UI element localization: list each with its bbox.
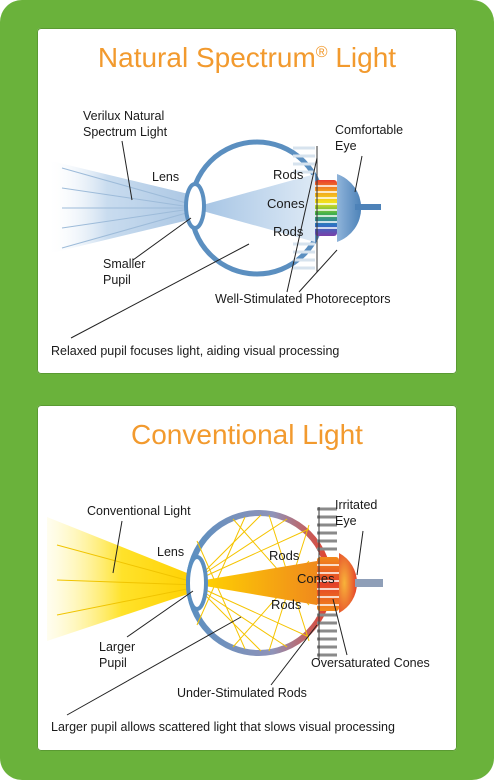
natural-light-panel: Natural Spectrum® Light xyxy=(37,28,457,374)
natural-lens xyxy=(184,182,206,230)
natural-eye-leader xyxy=(354,155,363,193)
natural-source-label-line1: Verilux Natural xyxy=(83,109,164,123)
natural-pupil-label-line1: Smaller xyxy=(103,257,145,271)
conventional-lens xyxy=(186,555,208,611)
natural-photoreceptors-leader-a xyxy=(286,157,318,293)
natural-eye-label-line1: Comfortable xyxy=(335,123,403,137)
natural-cones-separators xyxy=(315,185,337,229)
conventional-optic-nerve xyxy=(355,579,383,587)
conventional-caption-leader xyxy=(66,616,242,716)
conventional-rods-stack xyxy=(317,507,337,657)
conventional-optic-region xyxy=(339,553,357,613)
natural-pupil-label-line2: Pupil xyxy=(103,273,131,287)
natural-source-leader xyxy=(121,140,133,201)
conventional-oversaturated-leader xyxy=(332,598,348,656)
natural-caption-leader xyxy=(70,243,250,339)
natural-caption: Relaxed pupil focuses light, aiding visu… xyxy=(51,344,339,358)
conventional-eye-label-line2: Eye xyxy=(335,514,357,528)
conventional-eye-leader xyxy=(356,530,364,576)
natural-photoreceptors-label: Well-Stimulated Photoreceptors xyxy=(215,292,391,306)
natural-rods-stack xyxy=(293,146,315,270)
conventional-light-rays xyxy=(56,544,198,616)
natural-light-rays xyxy=(61,167,198,249)
conventional-focused-beam xyxy=(199,561,317,605)
natural-lens-label: Lens xyxy=(152,170,179,184)
conventional-rods-top-label: Rods xyxy=(269,548,300,563)
natural-source-label-line2: Spectrum Light xyxy=(83,125,168,139)
conventional-understimulated-leader xyxy=(270,624,318,686)
natural-focused-beam xyxy=(199,174,315,242)
conventional-pupil-leader xyxy=(126,590,194,638)
conventional-caption: Larger pupil allows scattered light that… xyxy=(51,720,395,734)
conventional-lens-label: Lens xyxy=(157,545,184,559)
natural-eye-label-line2: Eye xyxy=(335,139,357,153)
conventional-pupil-label-line2: Pupil xyxy=(99,656,127,670)
conventional-light-beam xyxy=(47,517,197,641)
conventional-source-leader xyxy=(112,520,123,574)
natural-photoreceptors-leader-b xyxy=(298,249,338,293)
conventional-eye-label-line1: Irritated xyxy=(335,498,377,512)
conventional-source-label: Conventional Light xyxy=(87,504,191,518)
conventional-pupil-label-line1: Larger xyxy=(99,640,135,654)
conventional-cones-separators xyxy=(317,564,339,606)
conventional-rods-bottom-label: Rods xyxy=(271,597,302,612)
natural-light-title: Natural Spectrum® Light xyxy=(97,42,397,73)
conventional-eye-diagram: Conventional Light Lens Rods Cones Rods … xyxy=(47,498,430,734)
conventional-light-panel: Conventional Light xyxy=(37,405,457,751)
conventional-light-title: Conventional Light xyxy=(131,419,363,450)
conventional-understimulated-label: Under-Stimulated Rods xyxy=(177,686,307,700)
conventional-oversaturated-label: Oversaturated Cones xyxy=(311,656,430,670)
natural-pupil-leader xyxy=(132,217,192,261)
natural-eye-diagram: Verilux Natural Spectrum Light Lens Rods… xyxy=(47,109,403,358)
natural-cones-label: Cones xyxy=(267,196,305,211)
natural-rods-top-label: Rods xyxy=(273,167,304,182)
natural-optic-nerve xyxy=(355,204,381,210)
conventional-cones-label: Cones xyxy=(297,571,335,586)
natural-light-beam xyxy=(47,160,197,254)
natural-rods-bottom-label: Rods xyxy=(273,224,304,239)
